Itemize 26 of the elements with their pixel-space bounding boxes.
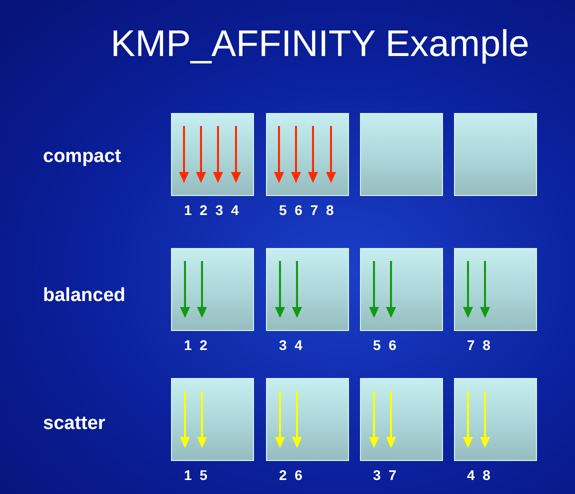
- thread-numbers: 4 8: [467, 467, 492, 483]
- row-label: compact: [43, 145, 122, 169]
- core-box: [360, 113, 443, 196]
- core-box: [266, 378, 349, 461]
- thread-numbers: 1 2: [184, 337, 210, 353]
- row-label: scatter: [43, 412, 106, 436]
- core-box: [266, 248, 349, 331]
- core-box: [171, 248, 254, 331]
- thread-numbers: 7 8: [467, 337, 492, 353]
- core-box: [454, 248, 537, 331]
- thread-numbers: 3 7: [373, 467, 398, 483]
- thread-numbers: 5 6: [373, 337, 398, 353]
- thread-numbers: 1 5: [184, 467, 210, 483]
- core-box: [171, 378, 254, 461]
- core-box: [360, 378, 443, 461]
- core-box: [171, 113, 254, 196]
- core-box: [266, 113, 349, 196]
- thread-numbers: 3 4: [279, 337, 304, 353]
- row-label: balanced: [43, 284, 126, 308]
- thread-numbers: 1 2 3 4: [184, 202, 241, 218]
- thread-numbers: 5 6 7 8: [279, 202, 336, 218]
- slide-title: KMP_AFFINITY Example: [110, 22, 530, 66]
- core-box: [454, 113, 537, 196]
- core-box: [360, 248, 443, 331]
- core-box: [454, 378, 537, 461]
- thread-numbers: 2 6: [279, 467, 304, 483]
